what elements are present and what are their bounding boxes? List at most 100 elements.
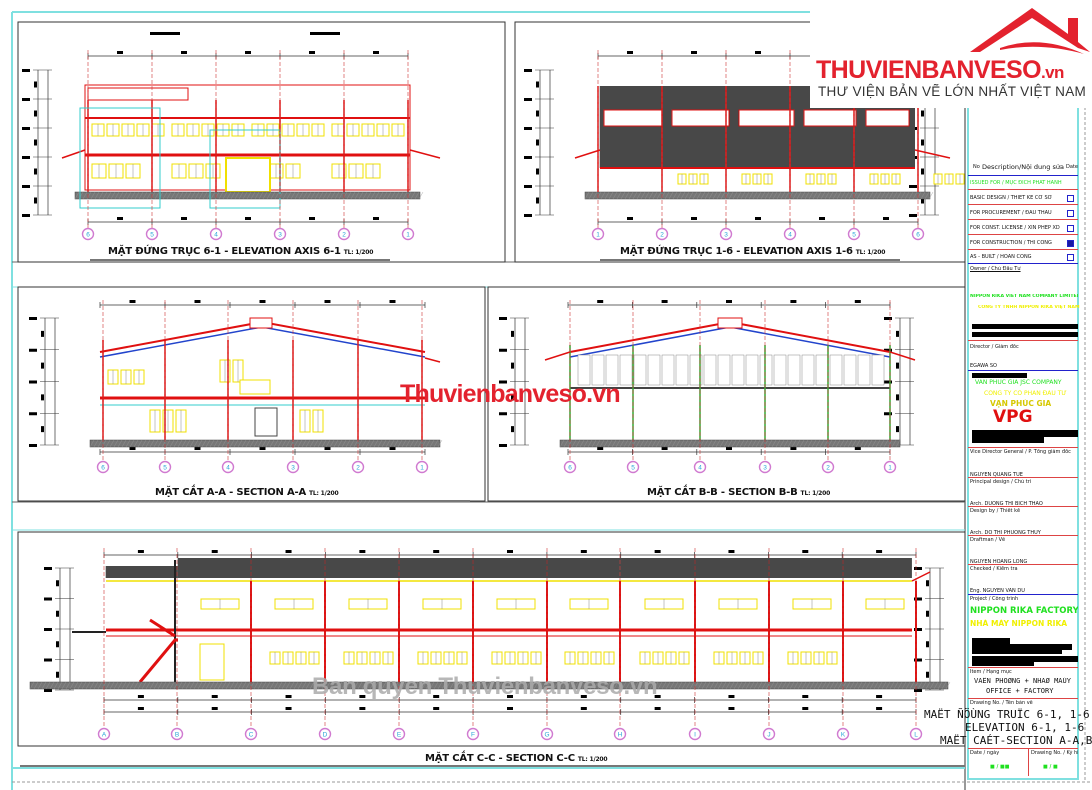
axis-bubble xyxy=(81,227,95,241)
hatch xyxy=(109,439,115,448)
checkbox-procurement[interactable] xyxy=(1067,210,1074,217)
hatch xyxy=(289,439,295,448)
hatch xyxy=(579,439,585,448)
hatch xyxy=(603,439,609,448)
hatch xyxy=(169,681,175,690)
hatch xyxy=(105,439,111,448)
hatch xyxy=(253,681,259,690)
dimension-text xyxy=(259,447,266,450)
hatch xyxy=(146,191,152,200)
ground-hatch xyxy=(584,191,931,200)
hatch xyxy=(262,191,268,200)
hatch xyxy=(489,681,495,690)
hatch xyxy=(150,191,156,200)
hatch xyxy=(413,439,419,448)
hatch xyxy=(875,439,881,448)
consultant-name-en: VAN PHUC GIA JSC COMPANY xyxy=(975,379,1062,386)
checkbox-construction-checked[interactable] xyxy=(1067,240,1074,247)
hatch xyxy=(663,439,669,448)
axis-label: 2 xyxy=(356,465,360,472)
item-label: Item / Hạng mục xyxy=(970,669,1012,675)
hatch xyxy=(257,681,263,690)
hatch xyxy=(680,191,686,200)
hatch xyxy=(623,439,629,448)
hatch xyxy=(636,191,642,200)
hatch xyxy=(417,439,423,448)
hatch xyxy=(154,191,160,200)
hatch xyxy=(725,681,731,690)
hatch xyxy=(153,439,159,448)
hatch xyxy=(684,191,690,200)
hatch xyxy=(884,191,890,200)
level-mark xyxy=(29,348,37,352)
hatch xyxy=(581,681,587,690)
checkbox-basic-design[interactable] xyxy=(1067,195,1074,202)
hatch xyxy=(741,681,747,690)
hatch xyxy=(309,439,315,448)
issue-option-procurement: FOR PROCUREMENT / ĐẤU THẦU xyxy=(970,210,1052,216)
dimension-text xyxy=(921,168,924,175)
hatch xyxy=(261,439,267,448)
hatch xyxy=(138,191,144,200)
hatch xyxy=(813,681,819,690)
hatch xyxy=(793,681,799,690)
axis-bubble xyxy=(158,460,172,474)
hatch xyxy=(137,681,143,690)
hatch xyxy=(29,681,35,690)
hatch xyxy=(185,439,191,448)
hatch xyxy=(378,191,384,200)
dimension-text xyxy=(654,695,661,698)
view-marker xyxy=(79,107,161,209)
hatch xyxy=(904,191,910,200)
axis-label: 5 xyxy=(631,465,635,472)
dimension-text xyxy=(117,217,123,220)
item-name-vn: VAÊN PHOØNG + NHAØ MAÙY xyxy=(974,677,1071,685)
glazing-panel xyxy=(745,354,759,386)
hatch xyxy=(912,191,918,200)
checkbox-const-license[interactable] xyxy=(1067,225,1074,232)
hatch xyxy=(771,439,777,448)
glazing-panel xyxy=(605,354,619,386)
hatch xyxy=(872,191,878,200)
clerestory-window xyxy=(603,109,663,127)
hatch xyxy=(653,681,659,690)
hatch xyxy=(641,681,647,690)
drawing-name-line-3: MAËT CAÉT-SECTION A-A,B-B,C-C xyxy=(940,734,1092,747)
hatch xyxy=(281,681,287,690)
checked-label: Checked / Kiểm tra xyxy=(970,566,1018,572)
hatch xyxy=(768,191,774,200)
hatch xyxy=(89,439,95,448)
hatch xyxy=(305,681,311,690)
hatch xyxy=(908,191,914,200)
hatch xyxy=(173,439,179,448)
hatch xyxy=(165,439,171,448)
hatch xyxy=(529,681,535,690)
hatch xyxy=(849,681,855,690)
design-name: Arch. DO THI PHUONG THUY xyxy=(970,530,1041,536)
checkbox-as-built[interactable] xyxy=(1067,254,1074,261)
hatch xyxy=(358,191,364,200)
level-mark xyxy=(914,658,922,662)
hatch xyxy=(310,191,316,200)
hatch xyxy=(869,681,875,690)
hatch xyxy=(851,439,857,448)
axis-label: 3 xyxy=(291,465,295,472)
axis-bubble xyxy=(401,227,415,241)
hatch xyxy=(703,439,709,448)
hatch xyxy=(238,191,244,200)
hatch xyxy=(113,681,119,690)
hatch xyxy=(857,681,863,690)
hatch xyxy=(829,681,835,690)
hatch xyxy=(589,681,595,690)
title-text: MẶT CẮT A-A - SECTION A-A xyxy=(155,487,307,498)
axis-label: D xyxy=(323,732,328,739)
dimension-text xyxy=(137,707,144,710)
hatch xyxy=(226,191,232,200)
hatch xyxy=(249,681,255,690)
hatch xyxy=(616,191,622,200)
hatch xyxy=(345,681,351,690)
hatch xyxy=(241,439,247,448)
dimension-text xyxy=(896,394,899,401)
